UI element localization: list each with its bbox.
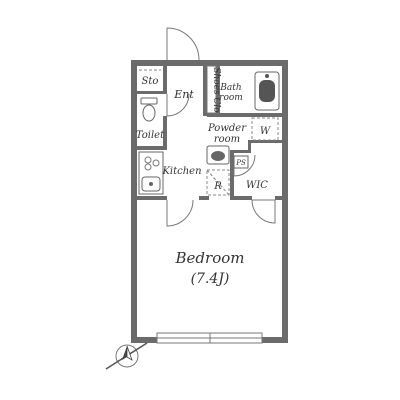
entrance-label: Ent <box>173 88 194 101</box>
bathroom-label: Bath <box>219 83 241 93</box>
toilet-label: Toilet <box>136 130 165 141</box>
sink-icon <box>141 176 161 192</box>
interior-walls <box>137 66 282 200</box>
compass-north-icon <box>105 342 148 370</box>
toilet-icon <box>140 97 158 122</box>
wic-label: WIC <box>246 180 268 191</box>
bedroom-label: Bedroom <box>175 249 245 267</box>
washer-label: W <box>260 126 271 137</box>
storage-label: Sto <box>142 76 159 87</box>
refrigerator-label: R <box>213 181 222 192</box>
powder-room-label: Powder <box>207 123 247 134</box>
balcony-window <box>156 332 263 344</box>
bedroom-size-label: (7.4J) <box>191 271 230 287</box>
pipe-space <box>233 155 249 169</box>
shoes-closet <box>206 65 217 114</box>
pipe-space-label: PS <box>235 159 246 167</box>
powder-room-label-line2: room <box>214 134 240 145</box>
kitchen-label: Kitchen <box>161 166 201 177</box>
entrance-door <box>166 27 200 61</box>
door-swings <box>166 93 276 227</box>
washbasin-icon <box>206 145 230 165</box>
washer-area <box>251 117 279 141</box>
bathroom-label-line2: room <box>219 93 243 103</box>
refrigerator <box>206 169 230 196</box>
stove-icon <box>144 156 160 171</box>
shoes-closet-label: Shoes Clo <box>211 67 221 113</box>
bathtub-icon <box>254 71 280 111</box>
outer-walls <box>131 60 288 343</box>
